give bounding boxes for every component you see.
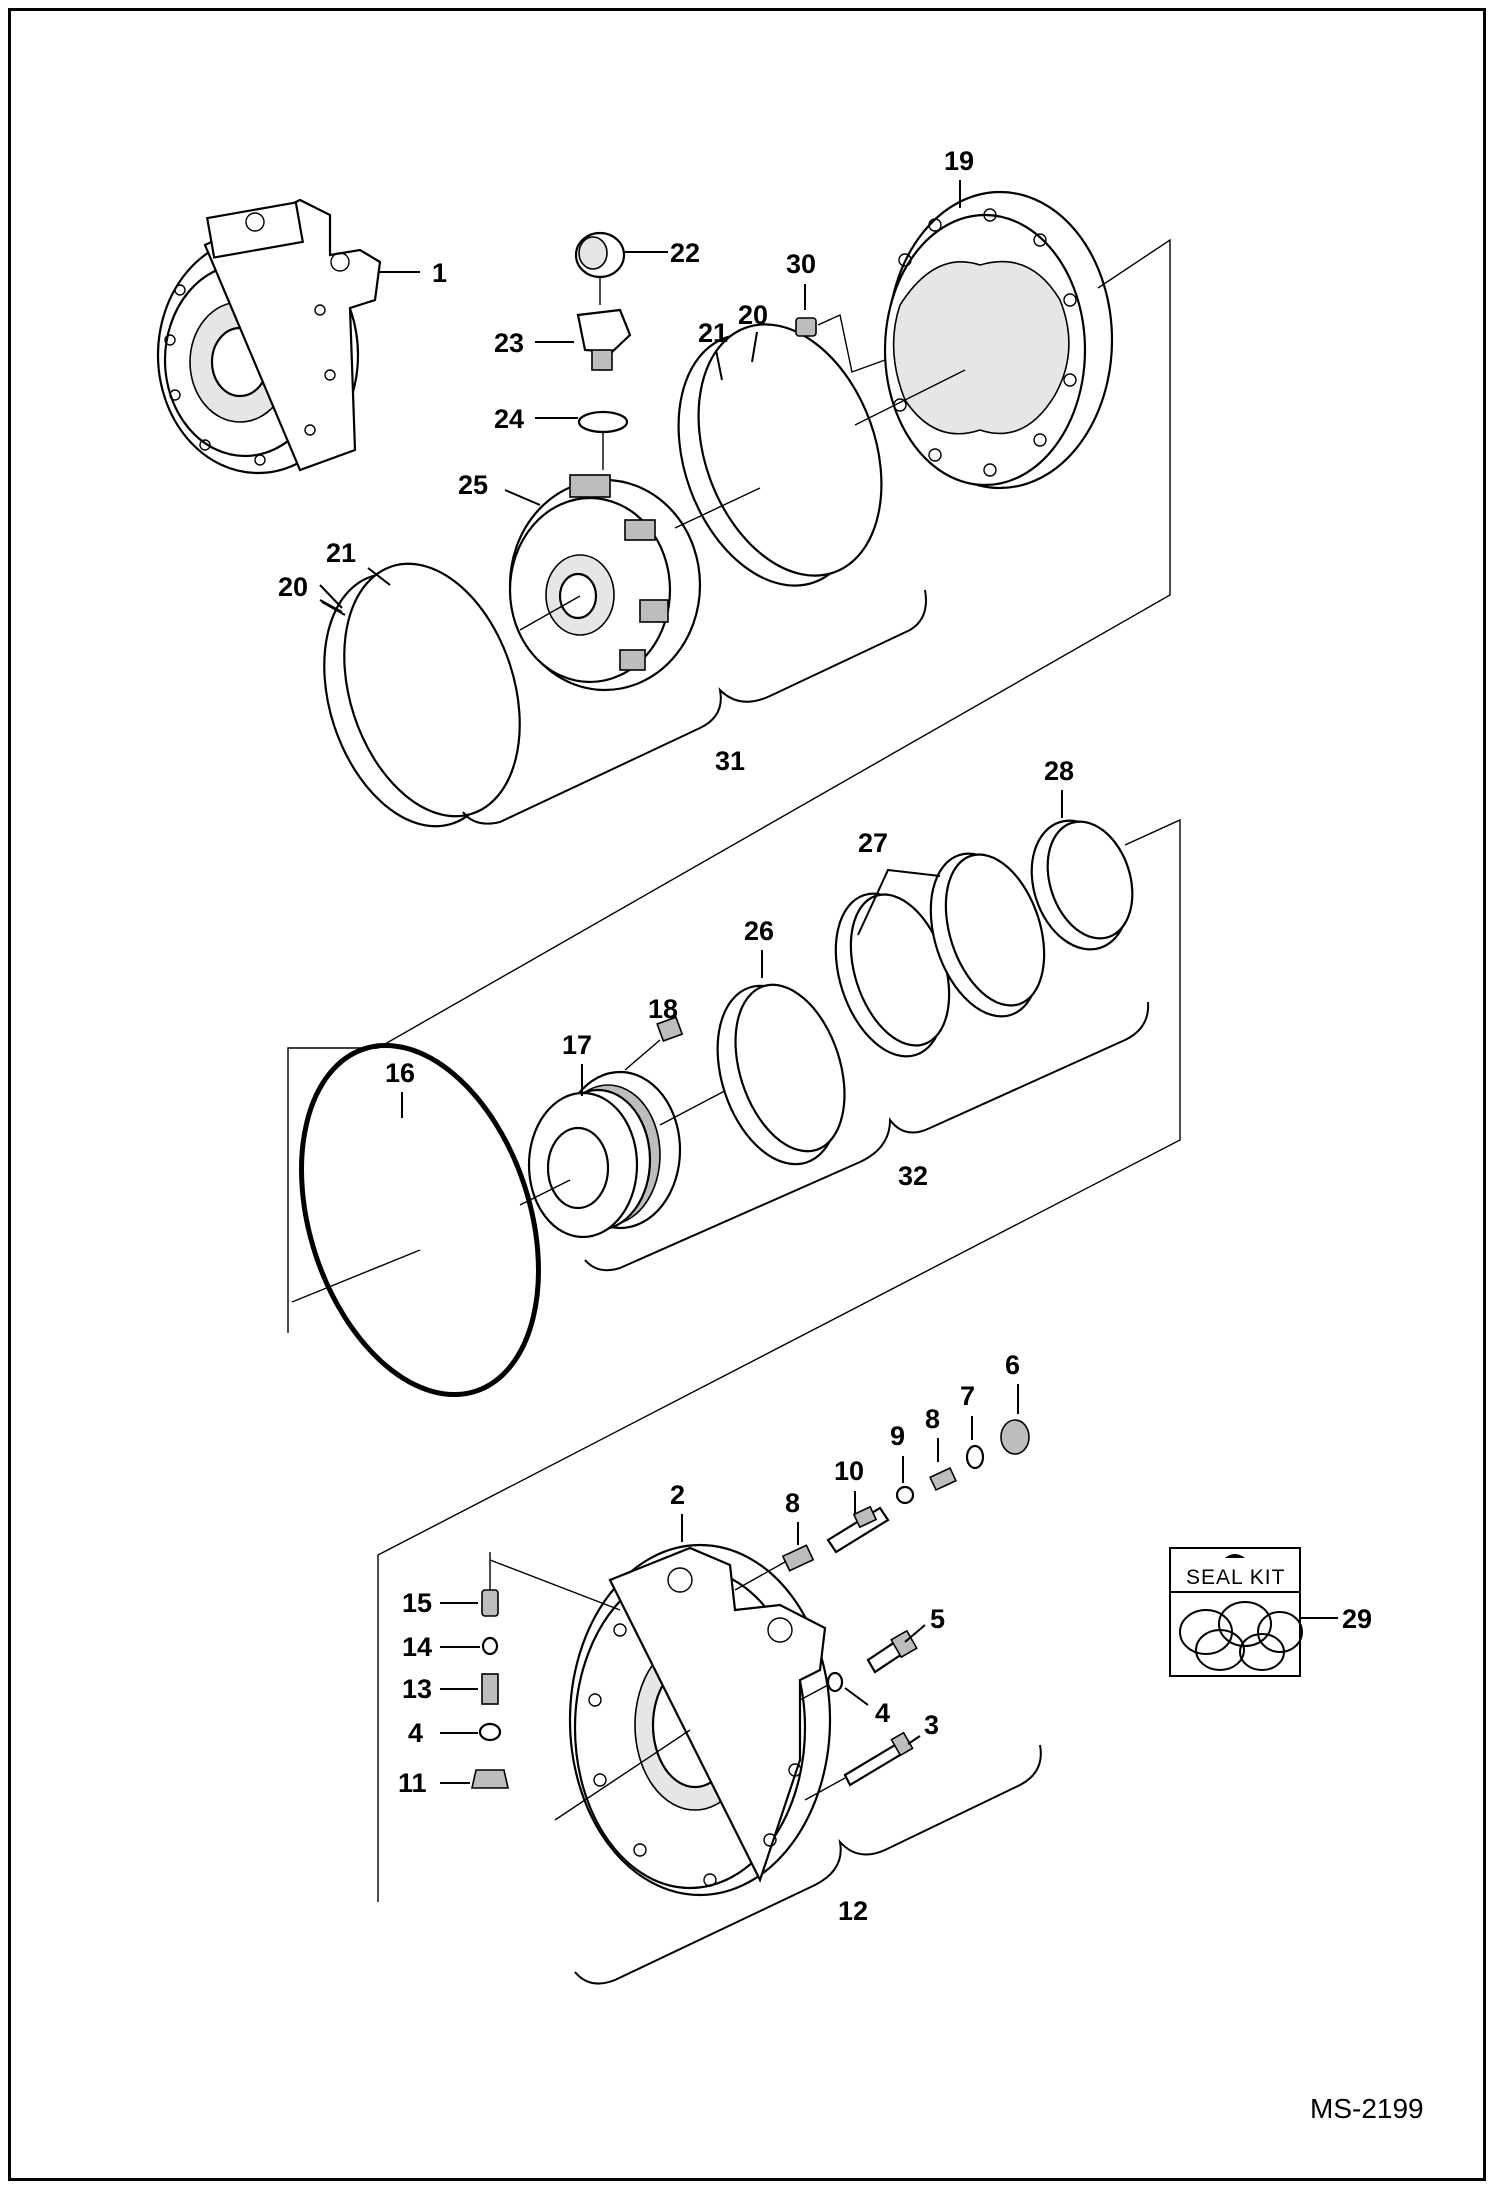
relief-valve-assembly xyxy=(781,1419,1030,1572)
callout-3: 3 xyxy=(924,1710,939,1740)
callout-13: 13 xyxy=(402,1674,432,1704)
o-ring-part-4-right xyxy=(826,1671,844,1693)
callout-30: 30 xyxy=(786,249,816,279)
check-valve-assembly xyxy=(471,1589,509,1789)
callout-25: 25 xyxy=(458,470,488,500)
plug-part-22 xyxy=(574,231,626,279)
callout-11: 11 xyxy=(398,1768,427,1798)
callout-26: 26 xyxy=(744,916,774,946)
callout-29: 29 xyxy=(1342,1604,1372,1634)
seal-ring-part-28 xyxy=(1030,819,1134,951)
callout-1: 1 xyxy=(432,258,447,288)
callout-4-left: 4 xyxy=(408,1718,423,1748)
callout-16: 16 xyxy=(385,1058,415,1088)
callout-8-upper: 8 xyxy=(925,1404,940,1434)
callout-22: 22 xyxy=(670,238,700,268)
callout-6: 6 xyxy=(1005,1350,1020,1380)
callout-5: 5 xyxy=(930,1604,945,1634)
assembly-frame-lower xyxy=(377,818,1181,1902)
ring-gear-part-19 xyxy=(883,190,1114,490)
callout-17: 17 xyxy=(562,1030,592,1060)
assembly-frame-upper xyxy=(287,238,1171,1333)
spring-part-18 xyxy=(656,1016,684,1042)
callout-32: 32 xyxy=(898,1161,928,1191)
o-ring-part-24 xyxy=(577,410,629,434)
seal-kit-box xyxy=(1169,1547,1303,1677)
housing-part-2 xyxy=(568,1543,832,1897)
callout-8-lower: 8 xyxy=(785,1488,800,1518)
o-ring-part-16 xyxy=(299,1042,541,1398)
callout-9: 9 xyxy=(890,1421,905,1451)
drawing-reference: MS-2199 xyxy=(1310,2093,1424,2124)
manifold-part-25 xyxy=(508,474,702,692)
seal-ring-part-27 xyxy=(834,852,1046,1058)
callout-21-right: 21 xyxy=(698,318,728,348)
drawing-frame xyxy=(8,8,1486,2181)
plug-part-5 xyxy=(866,1629,918,1674)
motor-housing-part-1 xyxy=(156,198,382,475)
seal-kit-label: SEAL KIT xyxy=(1186,1566,1285,1589)
fitting-part-23 xyxy=(576,308,632,371)
callout-7: 7 xyxy=(960,1381,975,1411)
screw-part-30 xyxy=(795,317,817,337)
callout-10: 10 xyxy=(834,1456,864,1486)
callout-23: 23 xyxy=(494,328,524,358)
callout-18: 18 xyxy=(648,994,678,1024)
bracket-32 xyxy=(584,1001,1150,1272)
callout-19: 19 xyxy=(944,146,974,176)
bolt-part-3 xyxy=(843,1731,914,1787)
bracket-31 xyxy=(462,589,927,825)
callout-20-right: 20 xyxy=(738,300,768,330)
callout-21-left: 21 xyxy=(326,538,356,568)
callout-12: 12 xyxy=(838,1896,868,1926)
callout-4-right: 4 xyxy=(875,1698,890,1728)
bracket-12 xyxy=(574,1744,1042,1985)
callout-28: 28 xyxy=(1044,756,1074,786)
callout-27: 27 xyxy=(858,828,888,858)
ring-part-20-left xyxy=(323,562,521,828)
callout-31: 31 xyxy=(715,746,745,776)
callout-24: 24 xyxy=(494,404,524,434)
ring-part-21-right xyxy=(677,323,883,587)
callout-2: 2 xyxy=(670,1480,685,1510)
callout-15: 15 xyxy=(402,1588,432,1618)
callout-20-left: 20 xyxy=(278,572,308,602)
callout-14: 14 xyxy=(402,1632,432,1662)
seal-ring-part-26 xyxy=(716,983,846,1166)
cylinder-block-part-17 xyxy=(527,1070,682,1239)
